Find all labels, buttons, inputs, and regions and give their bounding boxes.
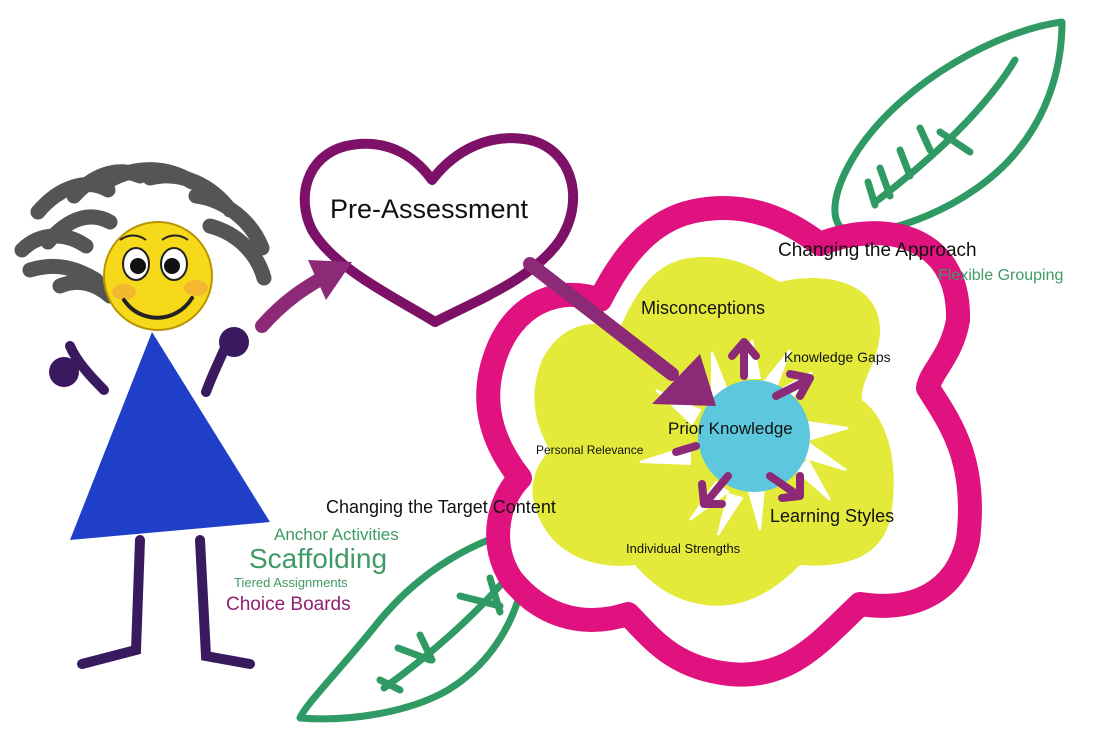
- misconceptions-label: Misconceptions: [641, 298, 766, 318]
- pre-assessment-label: Pre-Assessment: [330, 194, 529, 224]
- choice-boards-label: Choice Boards: [226, 594, 351, 615]
- individual-strengths-label: Individual Strengths: [626, 541, 741, 556]
- arrow-to-heart: [255, 260, 352, 333]
- learning-styles-label: Learning Styles: [770, 506, 895, 526]
- tiered-assignments-label: Tiered Assignments: [234, 575, 348, 590]
- arrow-to-flower: [523, 257, 716, 406]
- anchor-activities-label: Anchor Activities: [274, 525, 399, 544]
- flower-icon: [476, 196, 982, 687]
- personal-relevance-label: Personal Relevance: [536, 443, 644, 457]
- scaffolding-label: Scaffolding: [249, 543, 388, 574]
- prior-knowledge-label: Prior Knowledge: [668, 419, 793, 438]
- leaf-icon: [831, 18, 1066, 237]
- flexible-grouping-label: Flexible Grouping: [938, 267, 1064, 284]
- stick-figure-girl-icon: [14, 162, 272, 669]
- heart-icon: [299, 133, 579, 327]
- leaf-icon: [296, 524, 532, 723]
- changing-approach-label: Changing the Approach: [778, 240, 977, 261]
- radial-arrows: [672, 338, 814, 508]
- knowledge-gaps-label: Knowledge Gaps: [784, 349, 891, 365]
- changing-target-label: Changing the Target Content: [326, 497, 556, 517]
